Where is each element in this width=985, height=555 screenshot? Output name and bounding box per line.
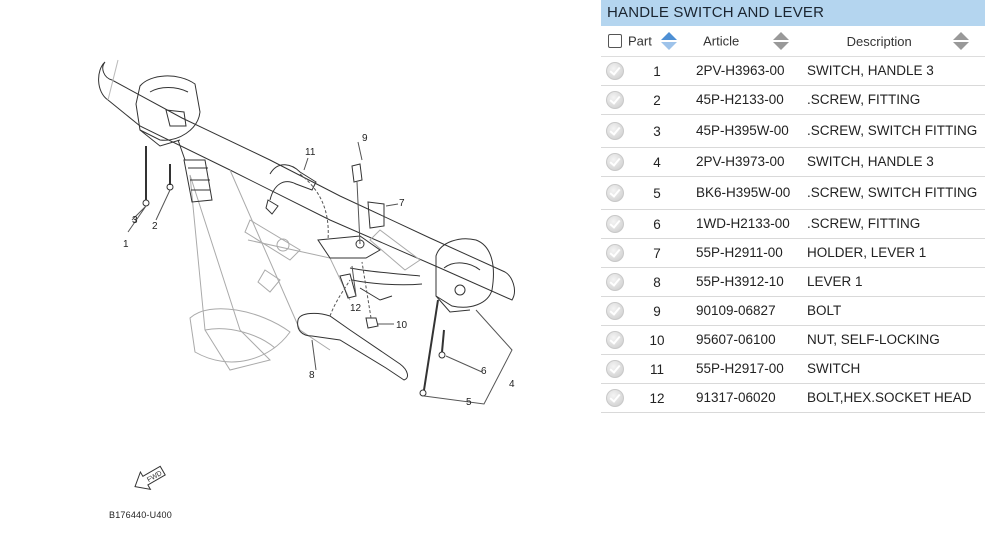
part-number: 5 bbox=[631, 176, 691, 210]
check-icon[interactable] bbox=[606, 62, 624, 80]
left-switch-housing bbox=[135, 75, 201, 141]
part-description: BOLT,HEX.SOCKET HEAD bbox=[801, 383, 985, 413]
table-row[interactable]: 2 45P-H2133-00 .SCREW, FITTING bbox=[601, 85, 985, 115]
part-number: 7 bbox=[631, 238, 691, 268]
part-number: 6 bbox=[631, 209, 691, 239]
check-icon[interactable] bbox=[606, 360, 624, 378]
article-number: 2PV-H3963-00 bbox=[691, 56, 801, 86]
check-icon[interactable] bbox=[606, 244, 624, 262]
article-number: BK6-H395W-00 bbox=[691, 176, 801, 210]
sort-icon[interactable] bbox=[953, 32, 970, 50]
callout-2: 2 bbox=[152, 221, 158, 232]
part-description: LEVER 1 bbox=[801, 267, 985, 297]
table-row[interactable]: 12 91317-06020 BOLT,HEX.SOCKET HEAD bbox=[601, 383, 985, 413]
table-row[interactable]: 3 45P-H395W-00 .SCREW, SWITCH FITTING bbox=[601, 114, 985, 148]
article-number: 55P-H3912-10 bbox=[691, 267, 801, 297]
table-row[interactable]: 5 BK6-H395W-00 .SCREW, SWITCH FITTING bbox=[601, 176, 985, 210]
table-row[interactable]: 1 2PV-H3963-00 SWITCH, HANDLE 3 bbox=[601, 56, 985, 86]
part-description: SWITCH bbox=[801, 354, 985, 384]
article-number: 95607-06100 bbox=[691, 325, 801, 355]
sort-icon[interactable] bbox=[772, 32, 789, 50]
handlebar bbox=[98, 61, 515, 301]
check-icon[interactable] bbox=[606, 273, 624, 291]
callout-9: 9 bbox=[362, 133, 368, 144]
callout-5: 5 bbox=[466, 397, 472, 408]
part-number: 4 bbox=[631, 147, 691, 177]
callout-10: 10 bbox=[396, 320, 408, 331]
article-number: 45P-H2133-00 bbox=[691, 85, 801, 115]
part-description: NUT, SELF-LOCKING bbox=[801, 325, 985, 355]
part-number: 3 bbox=[631, 114, 691, 148]
table-row[interactable]: 11 55P-H2917-00 SWITCH bbox=[601, 354, 985, 384]
check-icon[interactable] bbox=[606, 153, 624, 171]
fwd-arrow-icon: FWD bbox=[134, 465, 166, 490]
callout-7: 7 bbox=[399, 198, 405, 209]
part-description: SWITCH, HANDLE 3 bbox=[801, 147, 985, 177]
table-row[interactable]: 8 55P-H3912-10 LEVER 1 bbox=[601, 267, 985, 297]
check-icon[interactable] bbox=[606, 331, 624, 349]
article-number: 45P-H395W-00 bbox=[691, 114, 801, 148]
parts-table: Part Article Description 1 2PV-H3963-00 … bbox=[601, 26, 985, 413]
callout-12: 12 bbox=[350, 303, 362, 314]
callout-3: 3 bbox=[132, 215, 138, 226]
part-description: .SCREW, SWITCH FITTING bbox=[801, 176, 985, 210]
column-label-article: Article bbox=[703, 33, 740, 49]
diagram-drawing: FWD 1 2 3 4 5 6 7 8 9 10 11 12 bbox=[98, 59, 515, 490]
article-number: 55P-H2917-00 bbox=[691, 354, 801, 384]
fwd-label: FWD bbox=[146, 470, 163, 484]
parts-panel: HANDLE SWITCH AND LEVER Part Article Des… bbox=[601, 0, 985, 413]
part-description: BOLT bbox=[801, 296, 985, 326]
article-number: 1WD-H2133-00 bbox=[691, 209, 801, 239]
part-description: .SCREW, FITTING bbox=[801, 209, 985, 239]
check-icon[interactable] bbox=[606, 91, 624, 109]
part-description: .SCREW, SWITCH FITTING bbox=[801, 114, 985, 148]
table-row[interactable]: 6 1WD-H2133-00 .SCREW, FITTING bbox=[601, 209, 985, 239]
diagram-code: B176440-U400 bbox=[109, 510, 172, 520]
table-row[interactable]: 4 2PV-H3973-00 SWITCH, HANDLE 3 bbox=[601, 147, 985, 177]
sort-icon[interactable] bbox=[661, 32, 678, 50]
select-all-checkbox[interactable] bbox=[608, 34, 622, 48]
part-number: 9 bbox=[631, 296, 691, 326]
check-icon[interactable] bbox=[606, 302, 624, 320]
part-description: HOLDER, LEVER 1 bbox=[801, 238, 985, 268]
table-row[interactable]: 9 90109-06827 BOLT bbox=[601, 296, 985, 326]
part-number: 10 bbox=[631, 325, 691, 355]
table-header-row: Part Article Description bbox=[601, 26, 985, 57]
part-number: 11 bbox=[631, 354, 691, 384]
column-label-description: Description bbox=[846, 33, 912, 49]
callout-8: 8 bbox=[309, 370, 315, 381]
part-number: 8 bbox=[631, 267, 691, 297]
callout-11: 11 bbox=[305, 147, 316, 158]
check-icon[interactable] bbox=[606, 122, 624, 140]
table-row[interactable]: 10 95607-06100 NUT, SELF-LOCKING bbox=[601, 325, 985, 355]
part-number: 12 bbox=[631, 383, 691, 413]
part-number: 1 bbox=[631, 56, 691, 86]
callout-4: 4 bbox=[509, 379, 515, 390]
check-icon[interactable] bbox=[606, 215, 624, 233]
column-header-description[interactable]: Description bbox=[801, 26, 985, 57]
callout-1: 1 bbox=[123, 239, 129, 250]
article-number: 90109-06827 bbox=[691, 296, 801, 326]
check-icon[interactable] bbox=[606, 184, 624, 202]
panel-title: HANDLE SWITCH AND LEVER bbox=[601, 0, 985, 26]
check-icon[interactable] bbox=[606, 389, 624, 407]
column-header-part[interactable]: Part bbox=[601, 26, 691, 57]
article-number: 2PV-H3973-00 bbox=[691, 147, 801, 177]
article-number: 91317-06020 bbox=[691, 383, 801, 413]
part-description: .SCREW, FITTING bbox=[801, 85, 985, 115]
part-description: SWITCH, HANDLE 3 bbox=[801, 56, 985, 86]
callout-6: 6 bbox=[481, 366, 487, 377]
column-label-part: Part bbox=[628, 33, 652, 49]
table-row[interactable]: 7 55P-H2911-00 HOLDER, LEVER 1 bbox=[601, 238, 985, 268]
part-number: 2 bbox=[631, 85, 691, 115]
article-number: 55P-H2911-00 bbox=[691, 238, 801, 268]
lever bbox=[297, 312, 408, 381]
column-header-article[interactable]: Article bbox=[691, 26, 801, 57]
right-switch-housing bbox=[435, 238, 494, 308]
exploded-diagram: FWD 1 2 3 4 5 6 7 8 9 10 11 12 B176440-U… bbox=[98, 59, 515, 520]
